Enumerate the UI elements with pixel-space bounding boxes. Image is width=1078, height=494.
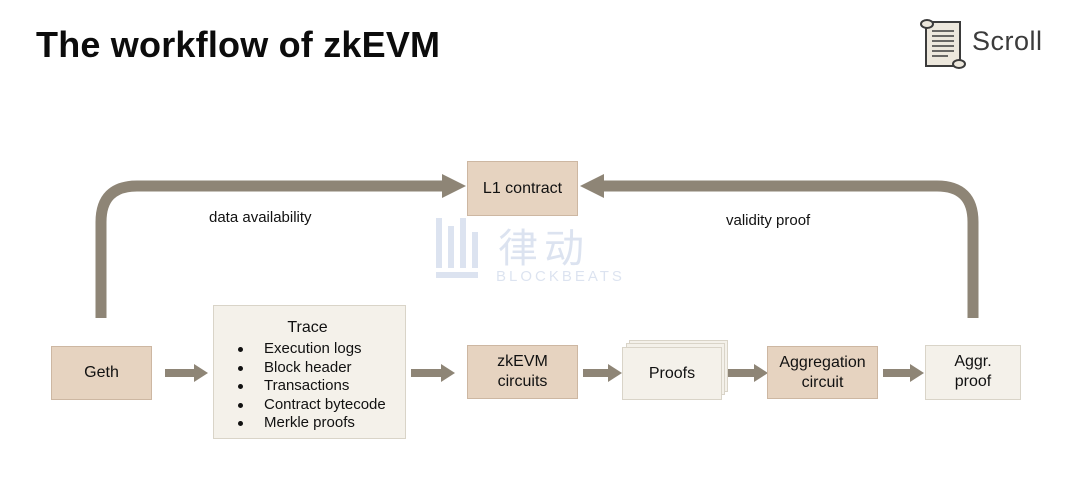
slide-title: The workflow of zkEVM (36, 24, 441, 65)
l1-contract-node: L1 contract (467, 161, 578, 216)
scroll-icon (920, 19, 966, 69)
data-availability-label: data availability (209, 209, 312, 226)
trace-items-list: Execution logs Block header Transactions… (214, 340, 405, 433)
arrowhead-to-l1-right (580, 174, 604, 198)
scroll-logo: Scroll (918, 16, 1058, 76)
arrowhead-to-l1-left (442, 174, 466, 198)
trace-item: Merkle proofs (238, 414, 405, 433)
logo-text: Scroll (972, 26, 1043, 56)
data-availability-arrow (95, 180, 450, 318)
watermark-bars-icon (436, 218, 478, 278)
validity-proof-label: validity proof (726, 212, 811, 229)
watermark-cn-text: 律动 (498, 227, 590, 271)
blockbeats-watermark: 律动 BLOCKBEATS (432, 212, 652, 292)
trace-item: Block header (238, 359, 405, 378)
arrowhead-trace-zkevm (441, 364, 455, 382)
arrowhead-agg-aggr (910, 364, 924, 382)
arrowhead-proofs-agg (754, 364, 768, 382)
validity-proof-arrow (601, 180, 979, 318)
aggr-proof-node: Aggr. proof (925, 345, 1021, 400)
aggregation-circuit-node: Aggregation circuit (767, 346, 878, 399)
trace-node: Trace Execution logs Block header Transa… (213, 305, 406, 439)
trace-item: Execution logs (238, 340, 405, 359)
trace-item: Contract bytecode (238, 396, 405, 415)
arrowhead-geth-trace (194, 364, 208, 382)
geth-node: Geth (51, 346, 152, 400)
watermark-en-text: BLOCKBEATS (496, 268, 625, 285)
trace-item: Transactions (238, 377, 405, 396)
arrowhead-zkevm-proofs (608, 364, 622, 382)
trace-title: Trace (287, 319, 328, 336)
zkevm-circuits-node: zkEVM circuits (467, 345, 578, 399)
proofs-node: Proofs (622, 347, 722, 400)
